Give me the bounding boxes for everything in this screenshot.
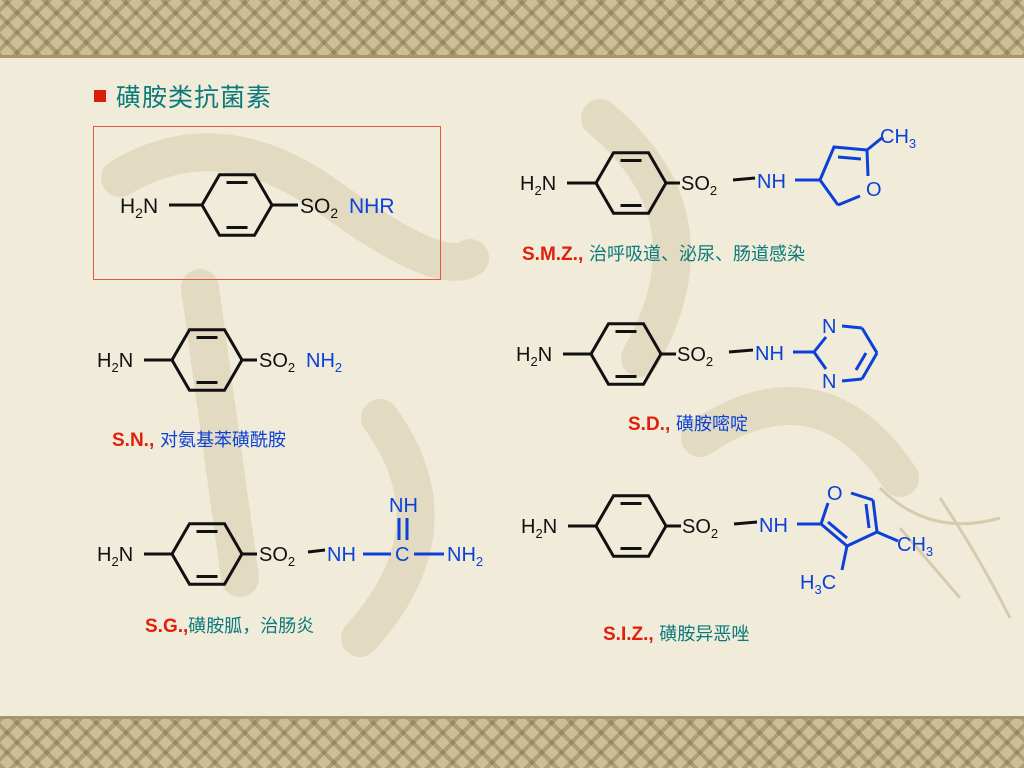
svg-text:NH: NH <box>755 343 784 365</box>
top-decorative-border <box>0 0 1024 58</box>
svg-text:CH3: CH3 <box>897 534 933 559</box>
svg-text:H2N: H2N <box>521 516 557 541</box>
svg-text:NH: NH <box>757 171 786 193</box>
benzene-ring-icon <box>170 328 244 392</box>
benzene-ring-icon <box>589 322 663 386</box>
abbr-sn: S.N., <box>112 430 155 451</box>
svg-text:NH: NH <box>389 495 418 517</box>
svg-text:NH2: NH2 <box>306 350 342 375</box>
svg-text:CH3: CH3 <box>880 126 916 151</box>
desc-sn: 对氨基苯磺酰胺 <box>154 430 286 451</box>
abbr-smz: S.M.Z., <box>522 244 584 265</box>
svg-text:NH: NH <box>759 515 788 537</box>
abbr-siz: S.I.Z., <box>603 624 654 645</box>
sd-structure: H2N SO2 NH N N <box>516 316 879 393</box>
desc-sg: 磺胺胍，治肠炎 <box>188 616 315 637</box>
pyrimidine-ring-icon <box>812 324 879 383</box>
desc-smz: 治呼吸道、泌尿、肠道感染 <box>583 244 805 265</box>
heading-text: 磺胺类抗菌素 <box>116 83 273 112</box>
svg-text:O: O <box>827 483 843 505</box>
caption-siz: S.I.Z., 磺胺异恶唑 <box>603 620 749 646</box>
svg-text:NH2: NH2 <box>447 544 483 569</box>
general-structure-box <box>93 126 441 280</box>
svg-text:N: N <box>822 316 836 338</box>
benzene-ring-icon <box>200 173 274 237</box>
svg-text:SO2: SO2 <box>259 544 295 569</box>
sn-structure: H2N SO2 NH2 <box>97 328 342 392</box>
svg-text:H2N: H2N <box>520 173 556 198</box>
caption-sd: S.D., 磺胺嘧啶 <box>628 410 748 436</box>
sulfonyl-label: SO2 <box>300 195 338 221</box>
svg-text:H2N: H2N <box>97 544 133 569</box>
svg-text:H2N: H2N <box>97 350 133 375</box>
slide-heading: 磺胺类抗菌素 <box>94 80 272 112</box>
benzene-ring-icon <box>594 494 668 558</box>
svg-text:O: O <box>866 179 882 201</box>
svg-text:SO2: SO2 <box>259 350 295 375</box>
svg-text:SO2: SO2 <box>682 516 718 541</box>
desc-sd: 磺胺嘧啶 <box>670 414 748 435</box>
abbr-sd: S.D., <box>628 414 671 435</box>
amine-label: H2N <box>120 195 158 221</box>
sg-structure: H2N SO2 NH C NH2 NH <box>97 495 483 586</box>
benzene-ring-icon <box>170 522 244 586</box>
caption-smz: S.M.Z., 治呼吸道、泌尿、肠道感染 <box>522 240 805 266</box>
caption-sg: S.G.,磺胺胍，治肠炎 <box>145 612 314 638</box>
bullet-square-icon <box>94 90 106 102</box>
caption-sn: S.N., 对氨基苯磺酰胺 <box>112 426 286 452</box>
svg-text:SO2: SO2 <box>677 344 713 369</box>
bottom-decorative-border <box>0 716 1024 768</box>
nhr-label: NHR <box>349 195 395 218</box>
svg-text:H2N: H2N <box>516 344 552 369</box>
methylfuran-ring-icon <box>818 135 884 207</box>
abbr-sg: S.G., <box>145 616 189 637</box>
svg-text:N: N <box>822 371 836 393</box>
general-structure: H2N SO2 NHR <box>120 173 395 237</box>
svg-text:C: C <box>395 544 409 566</box>
benzene-ring-icon <box>594 151 668 215</box>
isoxazole-ring-icon <box>819 491 899 571</box>
svg-text:H3C: H3C <box>800 572 836 597</box>
svg-text:SO2: SO2 <box>681 173 717 198</box>
svg-text:NH: NH <box>327 544 356 566</box>
desc-siz: 磺胺异恶唑 <box>653 624 750 645</box>
smz-structure: H2N SO2 NH O CH3 <box>520 126 916 215</box>
siz-structure: H2N SO2 NH O CH3 H3C <box>521 483 933 597</box>
